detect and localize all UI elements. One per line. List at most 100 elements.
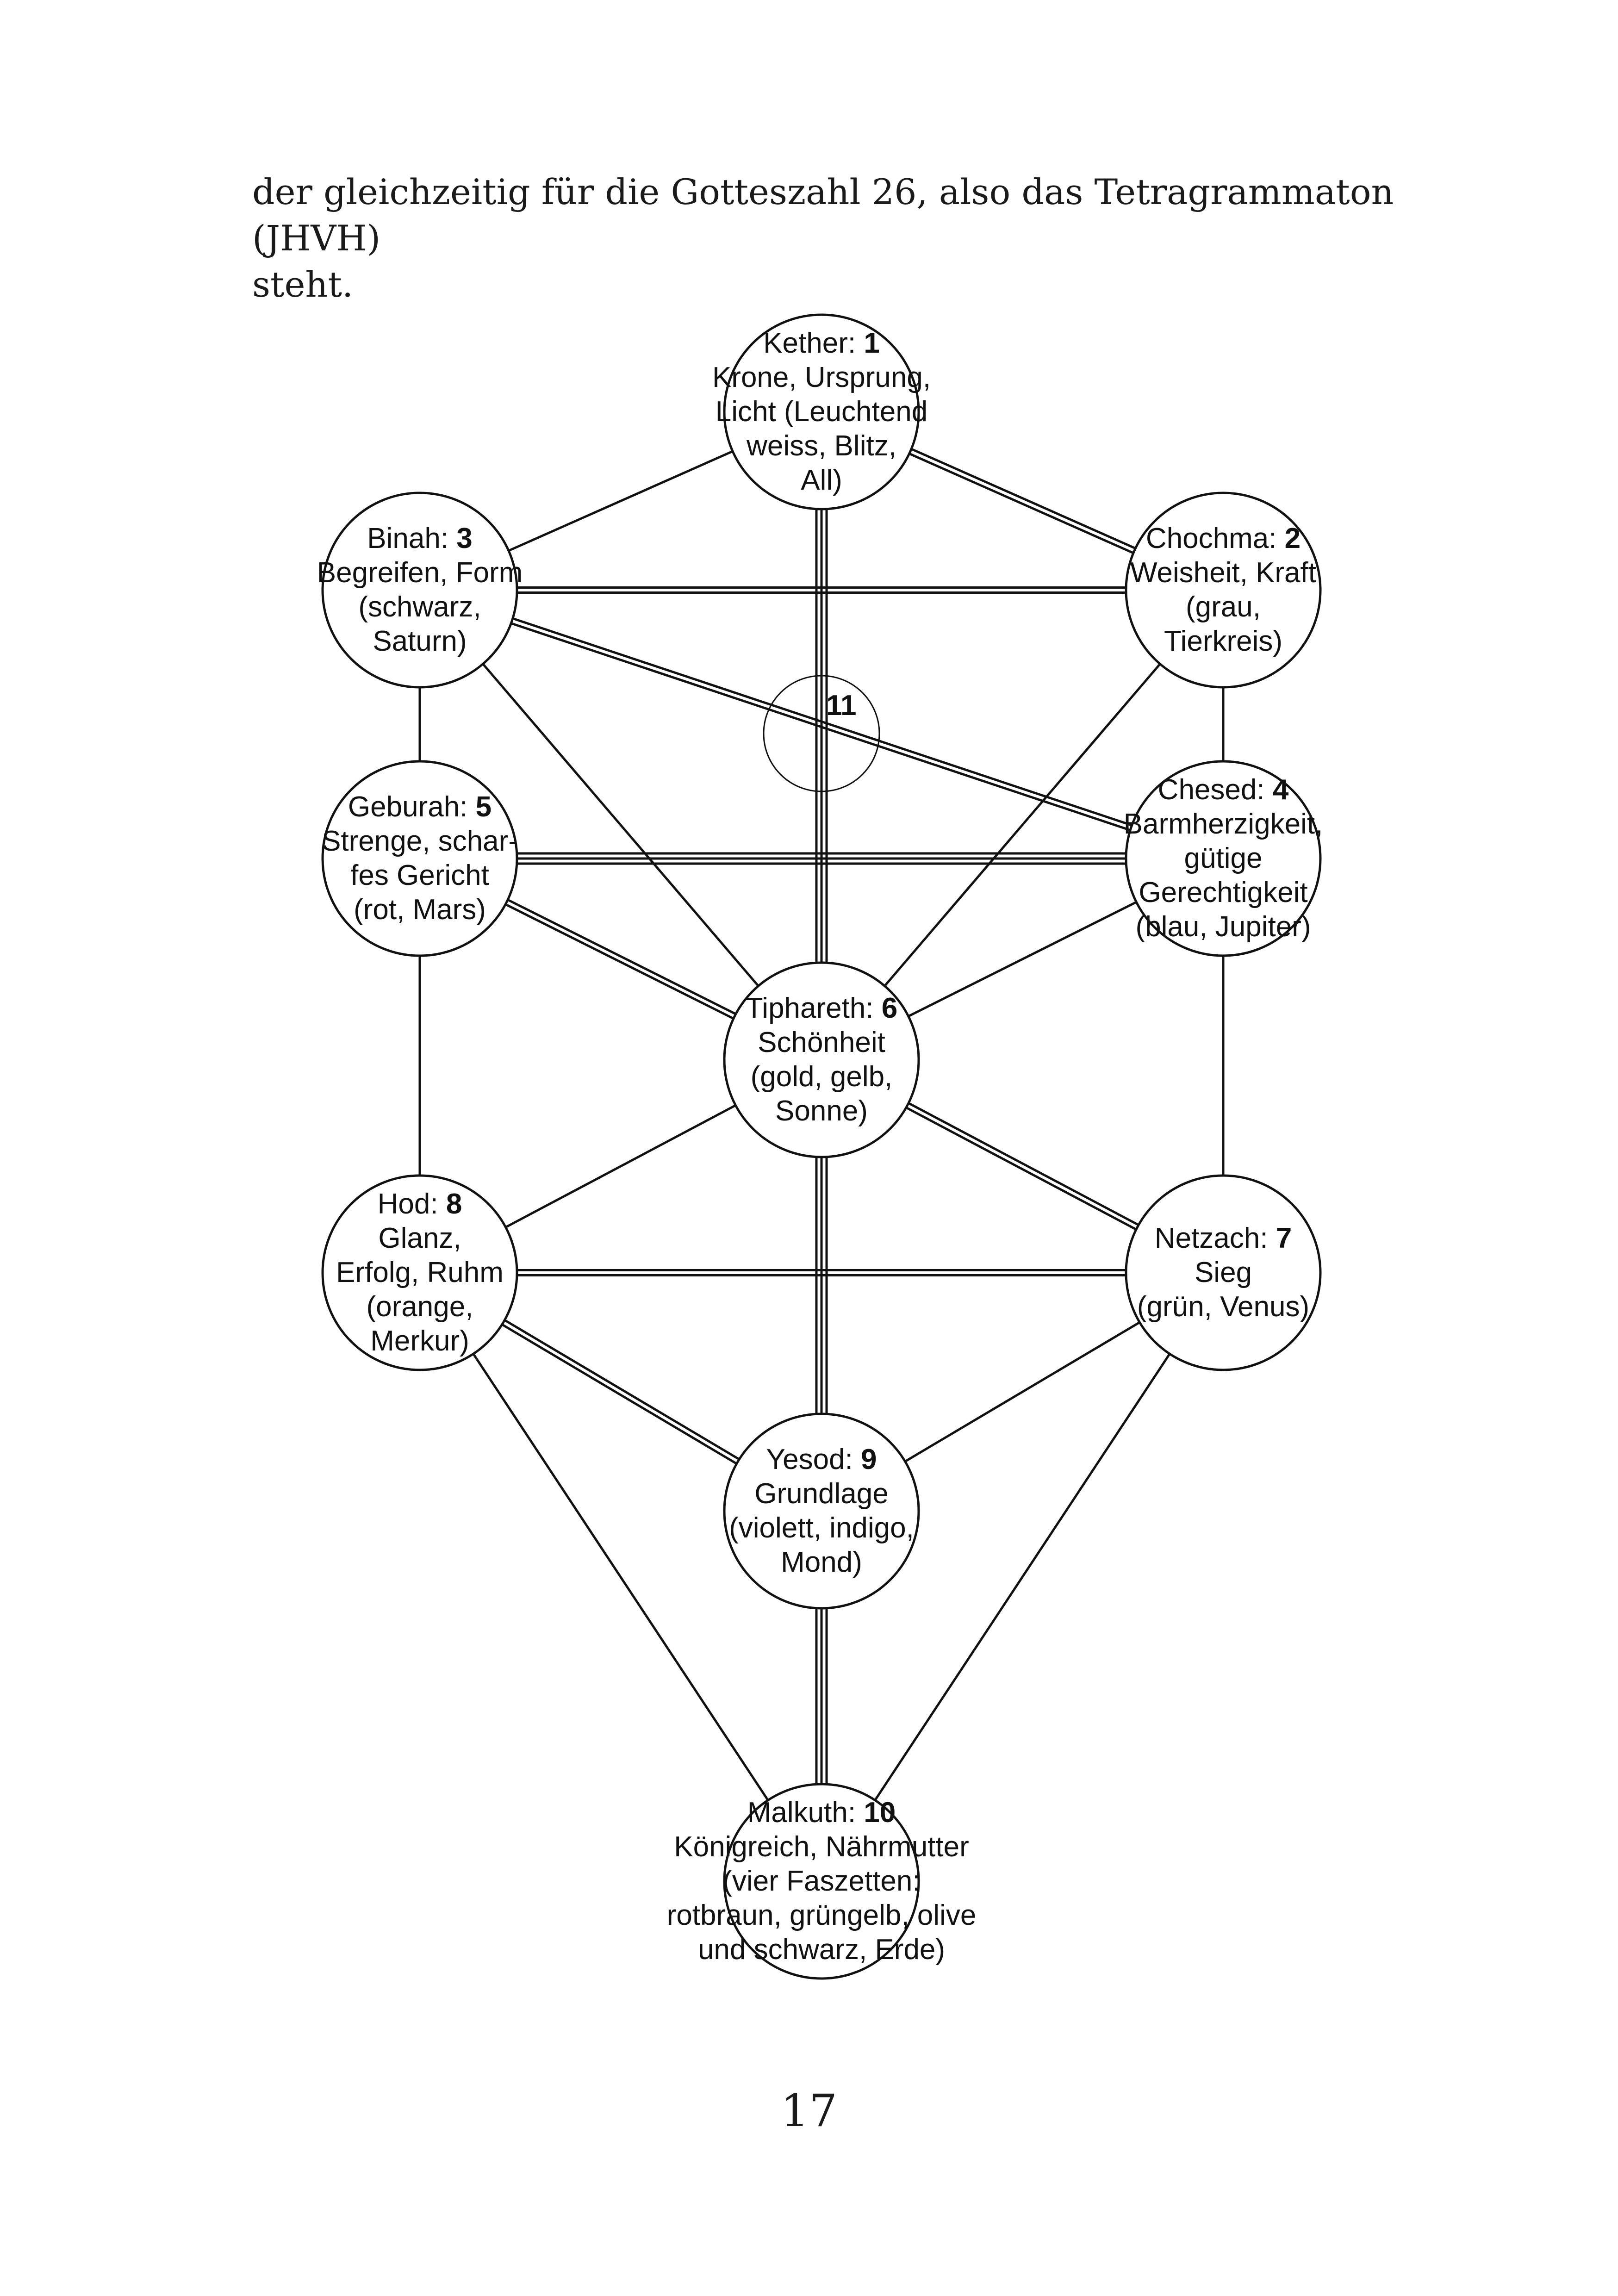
sephirah-title-binah: Binah: 3 [367,523,473,554]
sephirah-attribute-line: Licht (Leuchtend [716,396,927,428]
sephirah-attribute-line: Strenge, schar- [322,825,518,857]
path-binah-tiphareth [482,663,759,987]
sephirah-attribute-line: Erfolg, Ruhm [336,1257,504,1288]
sephirah-name: Geburah: [348,791,476,823]
sephirah-number: 6 [882,992,897,1024]
path-kether-chochma [910,448,1137,550]
sephirah-title-malkuth: Malkuth: 10 [747,1797,896,1829]
sephirah-circle-geburah [321,760,518,957]
sephirah-circle-chochma [1125,492,1322,689]
path-hod-yesod [503,1319,741,1461]
sephirah-circle-tiphareth [723,961,920,1158]
sephirah-number: 1 [864,327,879,359]
path-tiphareth-netzach [907,1102,1140,1226]
diagram-paths [418,448,1225,1802]
sephirah-title-hod: Hod: 8 [378,1188,462,1220]
sephirah-attribute-line: (schwarz, [358,591,481,623]
sephirah-number: 10 [864,1797,896,1829]
sephirah-attribute-line: weiss, Blitz, [746,430,896,462]
sephirah-title-tiphareth: Tiphareth: 6 [746,992,898,1024]
sephirah-attribute-line: fes Gericht [350,859,489,891]
sephirah-attribute-line: Krone, Ursprung, [712,361,931,393]
intro-paragraph: der gleichzeitig für die Gotteszahl 26, … [252,169,1409,308]
sephirah-number: 3 [456,523,472,554]
sephirah-number: 9 [861,1444,877,1475]
sephirah-attribute-line: Sieg [1195,1257,1252,1288]
sephirah-name: Yesod: [766,1444,861,1475]
path-kether-binah [507,450,734,552]
sephirah-title-geburah: Geburah: 5 [348,791,492,823]
path-netzach-malkuth [874,1352,1171,1802]
sephirah-number: 4 [1273,774,1289,806]
sephirah-attribute-line: (grau, [1186,591,1261,623]
sephirah-attribute-line: und schwarz, Erde) [698,1934,945,1966]
sephirah-attribute-line: (orange, [367,1291,473,1323]
sephirah-attribute-line: Schönheit [758,1027,885,1058]
intro-line-2: steht. [252,264,354,305]
sephirah-name: Chesed: [1158,774,1273,806]
intro-line-1: der gleichzeitig für die Gotteszahl 26, … [252,171,1394,259]
sephirah-name: Netzach: [1155,1222,1276,1254]
sephirah-attribute-line: rotbraun, grüngelb, olive [667,1899,977,1931]
sephirah-number: 8 [446,1188,462,1220]
sephirah-attribute-line: Merkur) [370,1325,469,1357]
sephirah-attribute-line: (blau, Jupiter) [1135,911,1311,943]
diagram-nodes [321,313,1322,1980]
path-chochma-tiphareth [884,663,1161,987]
sephirah-name: Binah: [367,523,456,554]
sephirah-title-chochma: Chochma: 2 [1146,523,1301,554]
daath-label: 11 [826,690,857,722]
sephirah-attribute-line: Tierkreis) [1164,625,1282,657]
sephirah-title-kether: Kether: 1 [763,327,880,359]
sephirah-attribute-line: (vier Faszetten: [722,1865,920,1897]
path-chesed-tiphareth [907,901,1138,1018]
sephirah-attribute-line: (grün, Venus) [1137,1291,1309,1323]
sephirah-circle-yesod [723,1412,920,1610]
path-geburah-tiphareth [504,903,735,1020]
path-kether-chochma [908,452,1135,554]
sephirah-circle-netzach [1125,1174,1322,1371]
sephirah-title-yesod: Yesod: 9 [766,1444,877,1475]
sephirah-attribute-line: Grundlage [754,1478,889,1510]
sephirah-circle-hod [321,1174,518,1371]
path-binah-chesed [511,617,1133,827]
path-tiphareth-hod [504,1104,737,1229]
sephirah-title-netzach: Netzach: 7 [1155,1222,1292,1254]
sephirah-attribute-line: Sonne) [775,1095,868,1127]
sephirah-circle-binah [321,492,518,689]
sephirah-attribute-line: Gerechtigkeit [1139,877,1307,908]
sephirah-attribute-line: Glanz, [378,1222,461,1254]
sephirah-attribute-line: gütige [1184,842,1263,874]
sephirah-attribute-line: Saturn) [373,625,467,657]
path-geburah-tiphareth [506,898,737,1015]
sephirah-attribute-line: Mond) [781,1546,862,1578]
sephirah-title-chesed: Chesed: 4 [1158,774,1289,806]
sephirah-attribute-line: (violett, indigo, [729,1512,914,1544]
sephirah-circle-kether [723,313,920,510]
path-netzach-yesod [904,1321,1141,1463]
sephirah-name: Hod: [378,1188,446,1220]
sephirah-attribute-line: (gold, gelb, [751,1061,893,1093]
sephirah-circle-daath [763,675,880,792]
sephirah-circle-chesed [1125,760,1322,957]
sephirah-number: 5 [476,791,492,823]
path-tiphareth-netzach [905,1106,1138,1231]
sephirah-name: Malkuth: [747,1797,864,1829]
sephirah-attribute-line: All) [801,464,842,496]
path-hod-yesod [501,1323,738,1465]
sephirah-number: 7 [1276,1222,1292,1254]
sephirah-number: 2 [1285,523,1301,554]
sephirah-name: Kether: [763,327,864,359]
sephirah-name: Chochma: [1146,523,1285,554]
sephirah-circle-malkuth [723,1783,920,1980]
page-number: 17 [780,2085,838,2137]
sephirah-name: Tiphareth: [746,992,882,1024]
sephirah-attribute-line: Begreifen, Form [317,557,523,589]
sephirah-attribute-line: Barmherzigkeit, [1124,808,1323,840]
sephirah-attribute-line: (rot, Mars) [354,894,486,926]
path-binah-chesed [510,622,1132,832]
sephirah-attribute-line: Weisheit, Kraft [1130,557,1316,589]
path-hod-malkuth [472,1352,769,1802]
